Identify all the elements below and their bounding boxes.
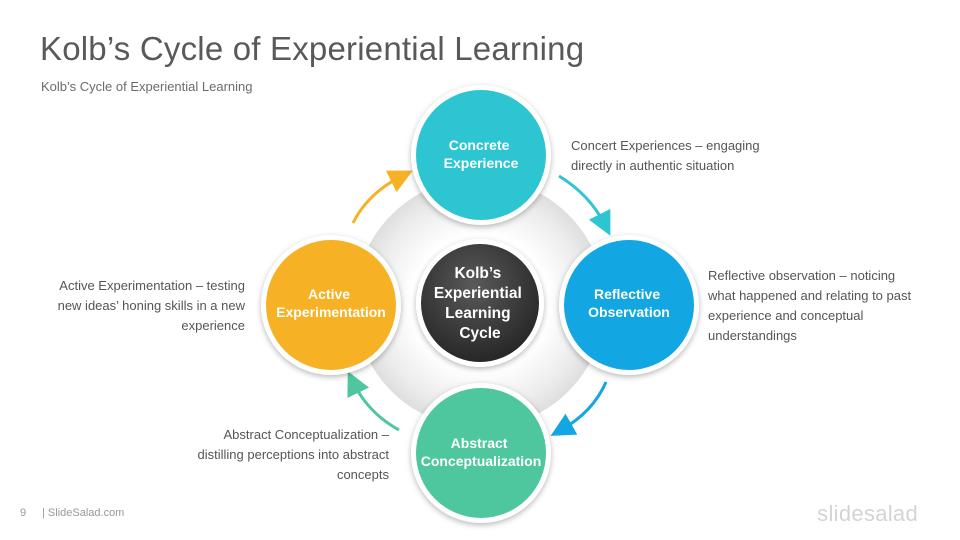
concrete-circle [416,90,546,220]
abstract-circle [416,388,546,518]
reflective-description: Reflective observation – noticing what h… [708,268,912,343]
arrow-abstract-to-active [347,371,400,432]
center-circle [421,244,539,362]
abstract-label-line1: Abstract [451,435,508,451]
svg-text:Active Experimentation: Active Experimentation [276,286,386,320]
concrete-label-line1: Concrete [449,137,510,153]
center-label-line4: Cycle [459,325,501,342]
reflective-label-line1: Reflective [594,286,660,302]
center-label-line1: Kolb’s [454,265,501,282]
arrow-concrete-to-reflective [558,174,611,236]
active-label-line1: Active [308,286,350,302]
active-description: Active Experimentation – testing new ide… [57,278,245,333]
active-circle [266,240,396,370]
footer-site-link[interactable]: | SlideSalad.com [42,507,125,519]
page-number: 9 [20,507,27,519]
abstract-description: Abstract Conceptualization – distilling … [197,427,390,482]
stage-reflective-observation: Reflective Observation [559,235,699,375]
stage-concrete-experience: Concrete Experience [411,85,551,225]
center-label-line3: Learning [445,305,510,322]
abstract-label-line2: Conceptualization [421,453,542,469]
reflective-circle [564,240,694,370]
concrete-label-line2: Experience [444,155,519,171]
stage-abstract-conceptualization: Abstract Conceptualization [411,383,551,523]
svg-text:Concrete Experience: Concrete Experience [444,137,519,171]
arrow-active-to-concrete [351,170,413,224]
svg-text:Kolb’s Experiential: Kolb’s Experiential Learning Cycle [434,265,526,342]
active-label-line2: Experimentation [276,304,386,320]
stage-active-experimentation: Active Experimentation [261,235,401,375]
page-subtitle: Kolb’s Cycle of Experiential Learning [41,79,253,94]
center-hub: Kolb’s Experiential Learning Cycle [416,239,544,367]
center-label-line2: Experiential [434,285,522,302]
slidesalad-logo: slidesalad [817,501,918,526]
arrow-reflective-to-abstract [550,381,608,436]
svg-text:Abstract Conceptualizati: Abstract Conceptualization [421,435,542,469]
svg-text:Reflective Observation: Reflective Observation [588,286,670,320]
reflective-label-line2: Observation [588,304,670,320]
page-title: Kolb’s Cycle of Experiential Learning [40,30,585,67]
concrete-description: Concert Experiences – engaging directly … [571,138,760,173]
